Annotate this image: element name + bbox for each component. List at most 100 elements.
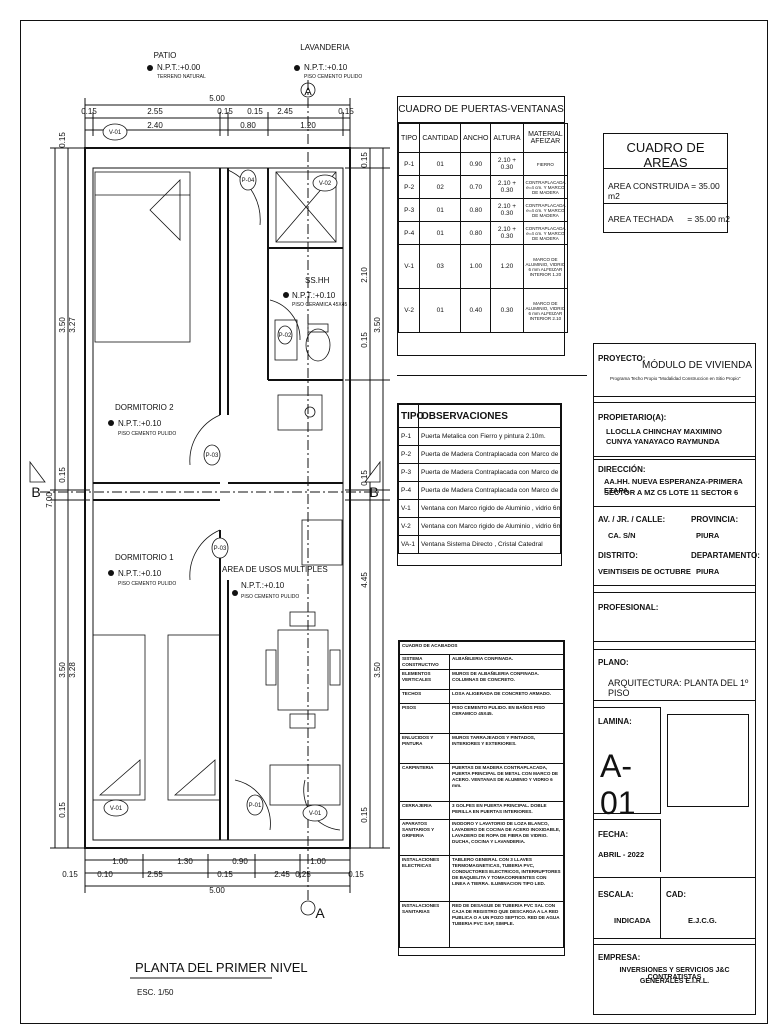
cell: INSTALACIONES ELECTRICAS — [399, 855, 450, 902]
areas-techada: AREA TECHADA = 35.00 m2 — [608, 214, 730, 224]
areas-construida: AREA CONSTRUIDA = 35.00 m2 — [604, 169, 727, 204]
section-a-bottom: A — [315, 905, 325, 921]
cell: CERRAJERIA — [399, 801, 450, 820]
cell: TABLERO GENERAL CON 3 LLAVES TERMOMAGNET… — [449, 855, 564, 902]
cell: P-4 — [398, 481, 419, 500]
puertas-h-altura: ALTURA — [490, 123, 524, 153]
cell: 01 — [419, 198, 462, 222]
section-a-top: A — [304, 86, 312, 98]
tb-provincia: PIURA — [696, 531, 720, 540]
patio-name: PATIO — [154, 51, 177, 60]
tb-distrito-label: DISTRITO: — [598, 551, 638, 560]
plan-title: PLANTA DEL PRIMER NIVEL — [135, 960, 308, 975]
dim-top-total: 5.00 — [209, 94, 225, 103]
dim-left-e: 0.15 — [58, 132, 67, 148]
dormitorio2-finish: PISO CEMENTO PULIDO — [118, 431, 176, 437]
dim-right-e: 4.45 — [360, 572, 369, 588]
cell: 2.10 + 0.30 — [490, 198, 524, 222]
dormitorio1-npt: N.P.T.:+0.10 — [118, 569, 162, 578]
tb-cad-label: CAD: — [666, 890, 686, 899]
tb-lamina-label: LAMINA: — [598, 717, 632, 726]
tb-propietario-label: PROPIETARIO(A): — [598, 413, 667, 422]
cell: V-2 — [398, 517, 419, 536]
dim-bot-3: 0.90 — [232, 857, 248, 866]
dim-left-c: 3.50 — [58, 662, 67, 678]
tb-fecha-label: FECHA: — [598, 830, 629, 839]
dormitorio1-finish: PISO CEMENTO PULIDO — [118, 581, 176, 587]
dim-bot-r2-3: 2.55 — [147, 870, 163, 879]
plan-scale: ESC. 1/50 — [137, 988, 174, 997]
dim-top-3: 0.15 — [217, 107, 233, 116]
lavanderia-npt: N.P.T.:+0.10 — [304, 63, 348, 72]
cell: P-1 — [398, 427, 419, 446]
dim-top-r3-2: 0.80 — [240, 121, 256, 130]
lavanderia-name: LAVANDERIA — [300, 43, 350, 52]
cell: 0.70 — [460, 175, 492, 199]
areas-title: CUADRO DE AREAS — [604, 134, 727, 170]
cell: P-3 — [397, 198, 421, 222]
cell: 03 — [419, 244, 462, 289]
cell: 2.10 + 0.30 — [490, 152, 524, 176]
cell: APARATOS SANITARIOS Y GRIFERIA — [399, 819, 450, 856]
dormitorio2-npt: N.P.T.:+0.10 — [118, 419, 162, 428]
tb-departamento: PIURA — [696, 567, 720, 576]
cell: 0.40 — [460, 288, 492, 333]
usos-npt: N.P.T.:+0.10 — [241, 581, 285, 590]
dim-right-c: 0.15 — [360, 332, 369, 348]
cell: VA-1 — [398, 535, 419, 554]
tb-propietario: PROPIETARIO(A): LLOCLLA CHINCHAY MAXIMIN… — [594, 402, 755, 457]
tb-propietario-2: CUNYA YANAYACO RAYMUNDA — [606, 437, 720, 446]
dim-right-h: 0.15 — [360, 807, 369, 823]
dim-left-d: 3.28 — [68, 662, 77, 678]
cell: 1.00 — [460, 244, 492, 289]
dim-left-g: 0.15 — [58, 802, 67, 818]
cell: P-2 — [398, 445, 419, 464]
cell: PISO CEMENTO PULIDO. EN BAÑOS PISO CERAM… — [449, 703, 564, 734]
tb-proyecto-sub: Programa Techo Propio "Modalidad Constru… — [610, 376, 741, 381]
cell: P-4 — [397, 221, 421, 245]
tag-p02: P-02 — [279, 333, 292, 339]
tb-proyecto: PROYECTO: MÓDULO DE VIVIENDA Programa Te… — [594, 344, 755, 397]
puertas-h-cantidad: CANTIDAD — [419, 123, 462, 153]
dim-bot-r2-5: 2.45 — [274, 870, 290, 879]
areas-box: CUADRO DE AREAS AREA CONSTRUIDA = 35.00 … — [603, 133, 730, 233]
dim-bot-total: 5.00 — [209, 886, 225, 895]
section-b-left: B — [31, 484, 40, 500]
cell: INODORO Y LAVATORIO DE LOZA BLANCO, LAVA… — [449, 819, 564, 856]
usos-name: AREA DE USOS MULTIPLES — [222, 565, 328, 574]
cell: 01 — [419, 152, 462, 176]
cell: P-1 — [397, 152, 421, 176]
dim-bot-r2-6: 0.25 — [295, 870, 311, 879]
patio-finish: TERRENO NATURAL — [157, 74, 206, 80]
section-b-right: B — [369, 484, 378, 500]
puertas-h-material: MATERIAL AFEIZAR — [522, 123, 569, 153]
tb-direccion-label: DIRECCIÓN: — [598, 465, 646, 474]
cell: Puerta de Madera Contraplacada con Marco… — [418, 463, 561, 482]
tb-escala-label: ESCALA: — [598, 890, 634, 899]
cell: PUERTAS DE MADERA CONTRAPLACADA, PUERTA … — [449, 763, 564, 802]
cell: MARCO DE ALUMINIO, VIDRIO 6 mm ALFEIZAR … — [522, 244, 569, 289]
dim-bot-1: 1.00 — [112, 857, 128, 866]
tag-p01: P-01 — [249, 803, 262, 809]
tb-proyecto-label: PROYECTO: — [598, 354, 646, 363]
tb-calle: CA. S/N — [608, 531, 636, 540]
dim-top-4: 0.15 — [247, 107, 263, 116]
tb-cad-value: E.J.C.G. — [688, 916, 717, 925]
obs-h-tipo: TIPO — [398, 404, 424, 428]
cell: V-1 — [397, 244, 421, 289]
tb-lamina-value: A-01 — [600, 748, 636, 821]
dim-top-r3-1: 2.40 — [147, 121, 163, 130]
